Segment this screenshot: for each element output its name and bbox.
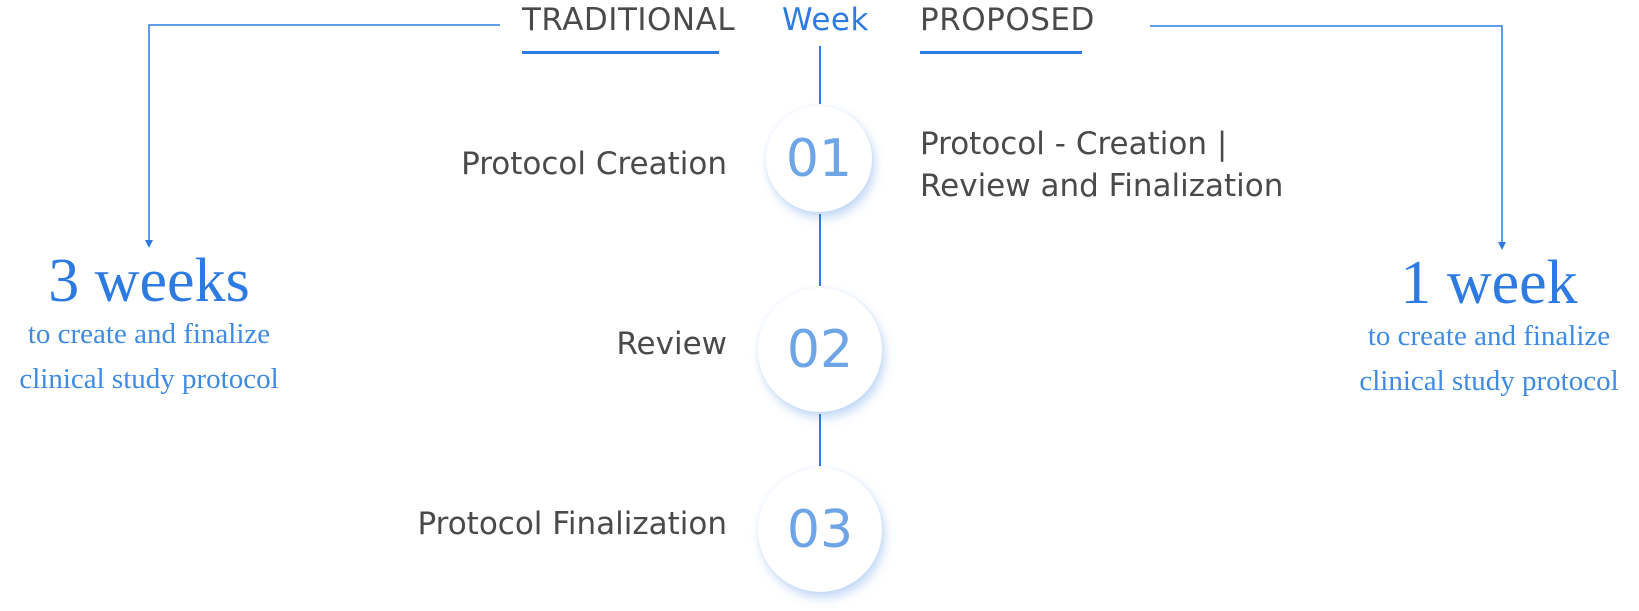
step-number: 01 <box>785 129 853 189</box>
step-circle-02: 02 <box>758 288 882 412</box>
proposed-arrow <box>1150 25 1506 250</box>
proposed-description-line1: to create and finalize <box>1367 320 1611 352</box>
step-label-protocol-creation: Protocol Creation <box>461 146 727 182</box>
traditional-description: to create and finalize clinical study pr… <box>0 312 298 402</box>
step-label-protocol-finalization: Protocol Finalization <box>417 506 728 542</box>
proposed-step-text: Protocol - Creation | Review and Finaliz… <box>920 123 1283 207</box>
step-number: 02 <box>786 320 854 380</box>
proposed-heading: PROPOSED <box>920 2 1095 38</box>
traditional-description-line1: to create and finalize <box>27 318 271 350</box>
proposed-description: to create and finalize clinical study pr… <box>1340 314 1638 404</box>
step-number: 03 <box>786 500 854 560</box>
traditional-arrow <box>145 24 500 248</box>
step-circle-03: 03 <box>758 468 882 592</box>
traditional-underline <box>522 51 719 54</box>
traditional-heading: TRADITIONAL <box>522 2 736 38</box>
week-heading: Week <box>782 2 869 38</box>
proposed-description-line2: clinical study protocol <box>1359 365 1619 397</box>
step-label-review: Review <box>616 326 727 362</box>
proposed-duration: 1 week <box>1400 249 1578 317</box>
proposed-underline <box>920 51 1082 54</box>
proposed-step-line2: Review and Finalization <box>920 168 1284 204</box>
proposed-step-line1: Protocol - Creation | <box>920 126 1228 162</box>
step-circle-01: 01 <box>766 106 872 212</box>
traditional-duration: 3 weeks <box>48 247 250 315</box>
traditional-description-line2: clinical study protocol <box>19 363 279 395</box>
